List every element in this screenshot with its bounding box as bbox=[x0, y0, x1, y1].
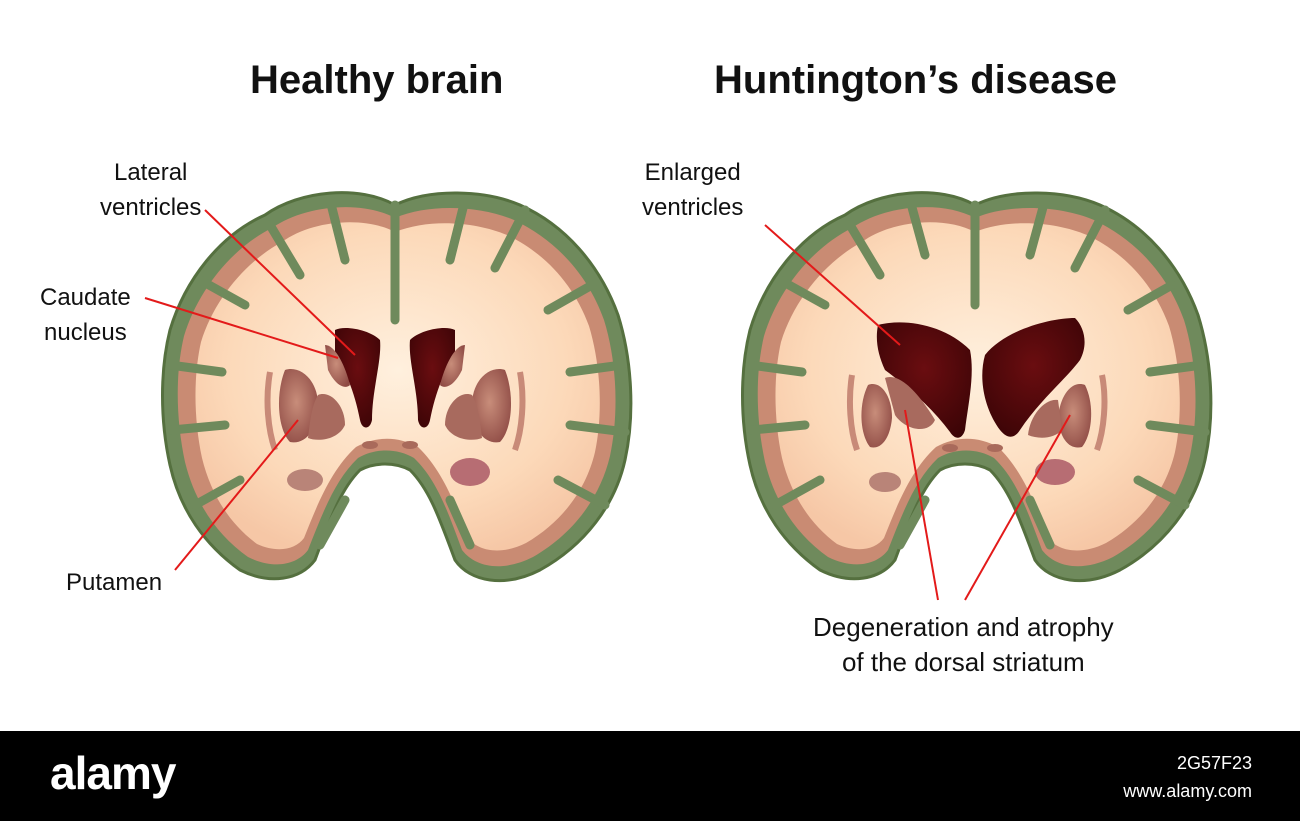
label-enlarged-ventricles: Enlarged ventricles bbox=[642, 159, 744, 221]
leader-putamen bbox=[174, 419, 299, 571]
alamy-logo: alamy bbox=[50, 747, 176, 799]
label-lateral-ventricles: Lateral ventricles bbox=[100, 159, 202, 221]
healthy-brain-section bbox=[161, 191, 633, 583]
healthy-right-caudate bbox=[440, 345, 465, 387]
leader-enlarged-ventricles bbox=[764, 224, 901, 346]
hd-white-matter bbox=[775, 222, 1180, 551]
brain-comparison-figure bbox=[144, 191, 1213, 601]
leader-caudate-nucleus bbox=[144, 297, 339, 359]
huntington-brain-section bbox=[741, 191, 1213, 583]
hd-left-putamen bbox=[861, 384, 892, 448]
hd-left-ventricle bbox=[876, 322, 972, 438]
hd-right-caudate bbox=[1028, 399, 1062, 438]
label-degeneration: Degeneration and atrophy of the dorsal s… bbox=[813, 612, 1114, 677]
label-putamen: Putamen bbox=[66, 569, 163, 596]
label-caudate-nucleus: Caudate nucleus bbox=[40, 284, 131, 346]
healthy-white-matter bbox=[195, 222, 600, 551]
image-id: 2G57F23 bbox=[1176, 753, 1252, 773]
leader-lines bbox=[144, 209, 1071, 601]
huntington-title: Huntington’s disease bbox=[714, 58, 1118, 102]
healthy-left-ventricle bbox=[335, 328, 381, 428]
hd-left-caudate bbox=[885, 377, 935, 430]
hd-right-ventricle bbox=[982, 318, 1085, 437]
healthy-right-ventricle bbox=[409, 328, 455, 428]
healthy-right-putamen bbox=[472, 369, 512, 443]
leader-degeneration-left bbox=[904, 409, 939, 601]
hd-right-putamen bbox=[1058, 384, 1092, 448]
site-url: www.alamy.com bbox=[1123, 781, 1252, 801]
healthy-right-globus bbox=[445, 394, 482, 440]
watermark-footer: alamy 2G57F23 www.alamy.com bbox=[0, 731, 1300, 821]
healthy-left-putamen bbox=[278, 369, 318, 443]
leader-lateral-ventricles bbox=[204, 209, 356, 356]
healthy-brain-title: Healthy brain bbox=[250, 58, 504, 102]
healthy-left-globus bbox=[308, 394, 345, 440]
leader-degeneration-right bbox=[964, 414, 1071, 601]
